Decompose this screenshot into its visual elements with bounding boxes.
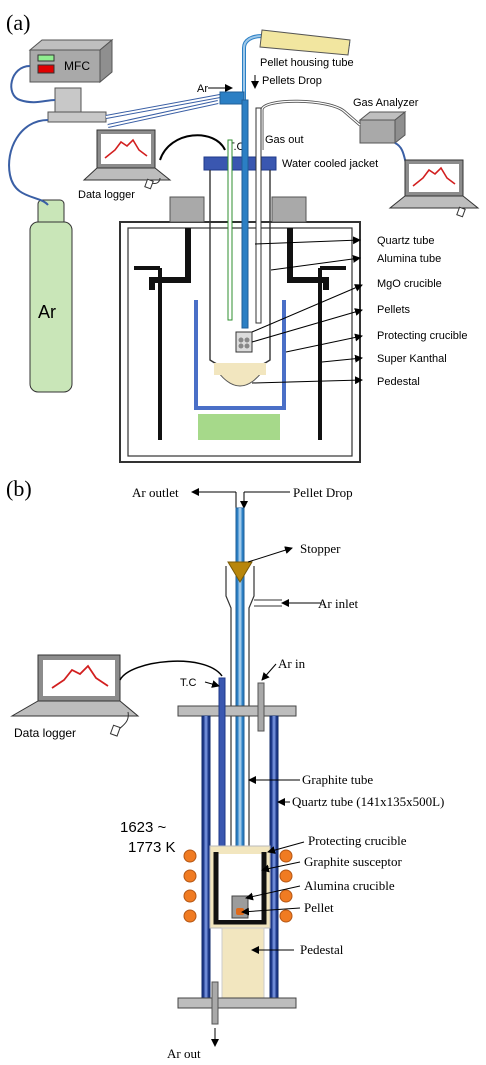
coil-right-2 bbox=[279, 869, 293, 883]
tc-label-b: T.C bbox=[180, 677, 197, 689]
top-flange bbox=[177, 705, 297, 717]
pellet-label-b: Pellet bbox=[304, 900, 334, 915]
ar-cylinder-label: Ar bbox=[38, 302, 56, 322]
water-cooled-jacket bbox=[203, 156, 277, 171]
lid-block-left bbox=[169, 196, 205, 223]
ar-inlet-label: Ar inlet bbox=[318, 596, 358, 611]
inner-tube-left bbox=[225, 566, 232, 930]
coil-right-4 bbox=[279, 909, 293, 923]
pellet-a-4 bbox=[244, 343, 250, 349]
ar-out-pipe bbox=[211, 981, 219, 1025]
ar-in-label: Ar in bbox=[278, 656, 306, 671]
data-logger-laptop-a bbox=[82, 129, 172, 190]
coil-left-3 bbox=[183, 889, 197, 903]
mfc-unit: MFC bbox=[28, 38, 114, 84]
temperature-line-1: 1623 ~ bbox=[120, 819, 167, 836]
alumina-tube bbox=[255, 107, 262, 324]
graphite-tube-label: Graphite tube bbox=[302, 772, 373, 787]
coil-right-3 bbox=[279, 889, 293, 903]
coil-left-1 bbox=[183, 849, 197, 863]
graphite-susceptor bbox=[213, 852, 267, 925]
graphite-susceptor-label: Graphite susceptor bbox=[304, 854, 403, 869]
data-logger-laptop-b bbox=[10, 654, 140, 737]
panel-a-label: (a) bbox=[6, 10, 30, 35]
ar-in-pipe bbox=[257, 682, 265, 732]
tc-wire-b bbox=[119, 660, 223, 681]
data-logger-label-a: Data logger bbox=[78, 189, 135, 201]
lid-block-right bbox=[271, 196, 307, 223]
temperature-line-2: 1773 K bbox=[128, 839, 176, 856]
pellet-drop-label: Pellet Drop bbox=[293, 485, 353, 500]
mfc-red-indicator bbox=[37, 64, 55, 74]
pellet-housing-tube-label: Pellet housing tube bbox=[260, 57, 354, 69]
stopper-label: Stopper bbox=[300, 541, 341, 556]
inner-tube-right bbox=[248, 566, 255, 930]
ar-inlet-port-a bbox=[219, 91, 245, 105]
ar-out-label: Ar out bbox=[167, 1046, 201, 1061]
mgo-crucible bbox=[235, 331, 253, 353]
hose-mfc-regulator bbox=[10, 65, 56, 104]
pellet-drop-tube-a bbox=[241, 99, 249, 329]
pedestal-label-b: Pedestal bbox=[300, 942, 344, 957]
protecting-crucible-a bbox=[194, 300, 286, 410]
protecting-crucible-label-b: Protecting crucible bbox=[308, 833, 407, 848]
pellet-housing-cap bbox=[259, 29, 351, 56]
bottom-flange bbox=[177, 997, 297, 1009]
coil-left-4 bbox=[183, 909, 197, 923]
data-logger-label-b: Data logger bbox=[14, 726, 76, 740]
super-kanthal-right bbox=[287, 228, 329, 290]
mfc-label: MFC bbox=[64, 59, 90, 73]
pellet-a-3 bbox=[238, 343, 244, 349]
alumina-tube-label: Alumina tube bbox=[377, 253, 441, 265]
coil-right-1 bbox=[279, 849, 293, 863]
pedestal-label-a: Pedestal bbox=[377, 376, 420, 388]
super-kanthal-left bbox=[149, 228, 191, 290]
mgo-crucible-label: MgO crucible bbox=[377, 278, 442, 290]
pedestal-b bbox=[221, 927, 265, 999]
coil-left-2 bbox=[183, 869, 197, 883]
analyzer-laptop bbox=[388, 159, 480, 218]
quartz-tube-label-a: Quartz tube bbox=[377, 235, 434, 247]
gas-analyzer bbox=[358, 110, 407, 145]
gas-analyzer-label: Gas Analyzer bbox=[353, 97, 419, 109]
panel-b-label: (b) bbox=[6, 476, 32, 501]
pellet-a-1 bbox=[238, 337, 244, 343]
ar-arrow-label-a: Ar bbox=[197, 83, 208, 95]
regulator bbox=[47, 87, 107, 123]
stopper bbox=[227, 561, 253, 583]
alumina-crucible-label: Alumina crucible bbox=[304, 878, 395, 893]
base-insulation-a bbox=[198, 414, 280, 440]
mfc-green-indicator bbox=[37, 54, 55, 62]
water-cooled-jacket-label: Water cooled jacket bbox=[282, 158, 378, 170]
pellet-a-2 bbox=[244, 337, 250, 343]
thermocouple-a bbox=[227, 139, 233, 321]
pellets-label-a: Pellets bbox=[377, 304, 411, 316]
pellets-drop-label: Pellets Drop bbox=[262, 75, 322, 87]
argon-cylinder: Ar bbox=[29, 199, 73, 393]
tc-wire-a bbox=[159, 134, 226, 161]
hose-regulator-cylinder bbox=[8, 119, 49, 206]
quartz-tube-label-b: Quartz tube (141x135x500L) bbox=[292, 794, 444, 809]
gas-out-label: Gas out bbox=[265, 134, 304, 146]
super-kanthal-label: Super Kanthal bbox=[377, 353, 447, 365]
protecting-crucible-label-a: Protecting crucible bbox=[377, 330, 468, 342]
ar-outlet-label: Ar outlet bbox=[132, 485, 179, 500]
